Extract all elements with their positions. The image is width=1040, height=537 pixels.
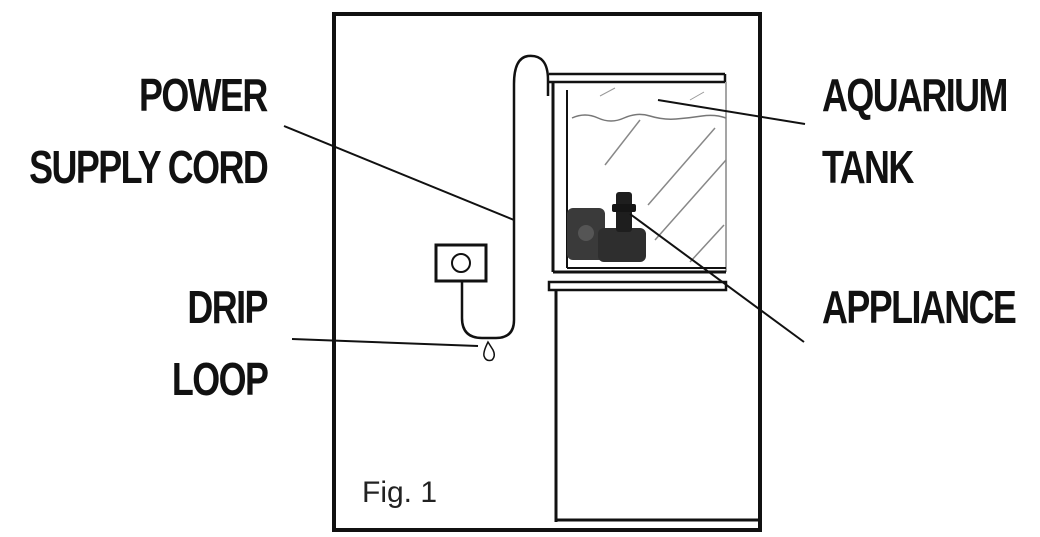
water-surface [571,113,727,122]
label-power-supply-cord-line2: SUPPLY CORD [28,141,269,193]
figure-caption: Fig. 1 [362,476,438,509]
leader-power-cord [283,125,515,221]
label-drip-loop-line2: LOOP [171,353,269,405]
label-aquarium-tank-line2: TANK [822,141,914,193]
aquarium-stand [547,280,760,522]
leader-appliance [629,213,805,343]
water-drop-icon [483,340,496,362]
label-power-supply-cord-line1: POWER [139,69,268,121]
label-drip-loop-line1: DRIP [187,281,269,333]
label-aquarium-tank-line1: AQUARIUM [822,69,1008,121]
leader-aquarium-tank [657,99,806,125]
figure-frame [332,12,762,532]
outlet-icon [434,243,488,283]
glass-reflections [604,119,727,263]
label-appliance: APPLIANCE [822,281,1017,333]
aquarium-tank [549,72,727,274]
pump-icon [567,192,646,262]
leader-drip-loop [291,338,479,347]
power-supply-cord [460,54,550,340]
